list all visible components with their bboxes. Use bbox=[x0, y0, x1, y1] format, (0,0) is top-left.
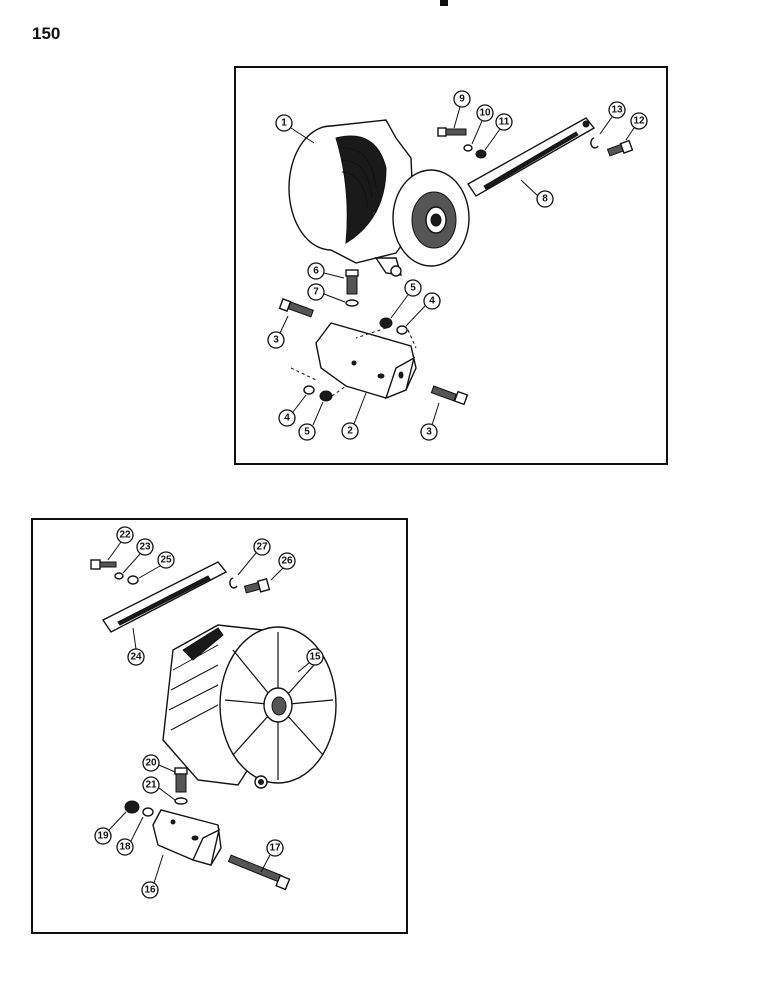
callout-9: 9 bbox=[453, 90, 471, 108]
callout-7: 7 bbox=[307, 283, 325, 301]
adjusting-strap-top bbox=[466, 117, 596, 197]
bolt-20 bbox=[174, 767, 188, 793]
bolt-22 bbox=[90, 559, 117, 570]
page-header-mark bbox=[440, 0, 448, 6]
callout-1: 1 bbox=[275, 114, 293, 132]
washer-10 bbox=[463, 144, 473, 152]
svg-text:20: 20 bbox=[145, 758, 157, 769]
page-number: 150 bbox=[32, 24, 61, 43]
svg-text:11: 11 bbox=[499, 117, 510, 128]
callout-13: 13 bbox=[608, 101, 626, 119]
bolt-9 bbox=[437, 127, 467, 137]
svg-text:17: 17 bbox=[269, 843, 281, 854]
washer-25 bbox=[127, 575, 139, 585]
callout-27: 27 bbox=[253, 538, 271, 556]
svg-text:1: 1 bbox=[281, 118, 287, 129]
top-diagram-illustration: 1 2 3 3 4 4 5 5 6 7 8 9 10 11 12 13 bbox=[267, 90, 648, 441]
callout-20: 20 bbox=[142, 754, 160, 772]
callout-24: 24 bbox=[127, 648, 145, 666]
svg-text:24: 24 bbox=[130, 652, 142, 663]
washer-4-upper bbox=[396, 325, 408, 335]
svg-text:5: 5 bbox=[304, 427, 310, 438]
nut-5-upper bbox=[379, 317, 393, 329]
bottom-alternator-diagram: 15 16 17 18 19 20 21 22 23 24 25 26 27 bbox=[31, 518, 408, 934]
svg-text:23: 23 bbox=[139, 542, 151, 553]
callout-23: 23 bbox=[136, 538, 154, 556]
nut-5-lower bbox=[319, 390, 333, 402]
svg-text:19: 19 bbox=[97, 831, 109, 842]
nut-19 bbox=[124, 800, 140, 814]
callout-8: 8 bbox=[536, 190, 554, 208]
callout-15: 15 bbox=[306, 648, 324, 666]
callout-26: 26 bbox=[278, 552, 296, 570]
svg-text:27: 27 bbox=[256, 542, 268, 553]
top-alternator-diagram: 1 2 3 3 4 4 5 5 6 7 8 9 10 11 12 13 bbox=[234, 66, 668, 465]
lock-washer-7 bbox=[345, 299, 359, 307]
callout-18: 18 bbox=[116, 838, 134, 856]
lock-washer-23 bbox=[114, 572, 124, 580]
bolt-12 bbox=[606, 139, 634, 157]
svg-text:2: 2 bbox=[347, 426, 353, 437]
callout-6: 6 bbox=[307, 262, 325, 280]
svg-text:4: 4 bbox=[429, 296, 435, 307]
bolt-3-upper bbox=[278, 298, 314, 318]
callout-17: 17 bbox=[266, 839, 284, 857]
svg-text:21: 21 bbox=[145, 780, 157, 791]
svg-text:26: 26 bbox=[281, 556, 293, 567]
bolt-6 bbox=[345, 269, 359, 295]
callout-19: 19 bbox=[94, 827, 112, 845]
lock-washer-27 bbox=[229, 577, 238, 589]
callout-5-upper: 5 bbox=[404, 279, 422, 297]
callout-4-lower: 4 bbox=[278, 409, 296, 427]
svg-text:4: 4 bbox=[284, 413, 290, 424]
callout-3-upper: 3 bbox=[267, 331, 285, 349]
lock-washer-21 bbox=[174, 797, 188, 805]
callout-25: 25 bbox=[157, 551, 175, 569]
svg-text:12: 12 bbox=[633, 116, 645, 127]
callout-5-lower: 5 bbox=[298, 423, 316, 441]
svg-text:15: 15 bbox=[309, 652, 321, 663]
callout-11: 11 bbox=[495, 113, 513, 131]
mounting-bracket-bottom bbox=[152, 809, 222, 866]
callout-4-upper: 4 bbox=[423, 292, 441, 310]
bottom-diagram-illustration: 15 16 17 18 19 20 21 22 23 24 25 26 27 bbox=[90, 526, 337, 899]
svg-text:8: 8 bbox=[542, 194, 548, 205]
bolt-17 bbox=[227, 854, 291, 891]
lock-washer-13 bbox=[590, 137, 599, 149]
svg-text:5: 5 bbox=[410, 283, 416, 294]
callout-21: 21 bbox=[142, 776, 160, 794]
svg-text:7: 7 bbox=[313, 287, 319, 298]
svg-text:10: 10 bbox=[479, 108, 491, 119]
callout-2: 2 bbox=[341, 422, 359, 440]
svg-text:25: 25 bbox=[160, 555, 172, 566]
mounting-bracket-top bbox=[315, 322, 417, 400]
bolt-3-lower bbox=[430, 385, 469, 406]
svg-text:6: 6 bbox=[313, 266, 319, 277]
svg-text:18: 18 bbox=[119, 842, 131, 853]
callout-22: 22 bbox=[116, 526, 134, 544]
svg-text:3: 3 bbox=[426, 427, 432, 438]
svg-text:13: 13 bbox=[611, 105, 623, 116]
callout-3-lower: 3 bbox=[420, 423, 438, 441]
washer-18 bbox=[142, 807, 154, 817]
svg-text:22: 22 bbox=[119, 530, 131, 541]
svg-text:9: 9 bbox=[459, 94, 465, 105]
alternator-bottom bbox=[162, 624, 337, 789]
svg-text:16: 16 bbox=[144, 885, 156, 896]
svg-text:3: 3 bbox=[273, 335, 279, 346]
bolt-26 bbox=[243, 578, 271, 594]
callout-12: 12 bbox=[630, 112, 648, 130]
nut-11 bbox=[475, 149, 487, 159]
callout-10: 10 bbox=[476, 104, 494, 122]
callout-16: 16 bbox=[141, 881, 159, 899]
alternator-top bbox=[288, 119, 470, 277]
washer-4-lower bbox=[303, 385, 315, 395]
adjusting-strap-bottom bbox=[101, 561, 228, 633]
